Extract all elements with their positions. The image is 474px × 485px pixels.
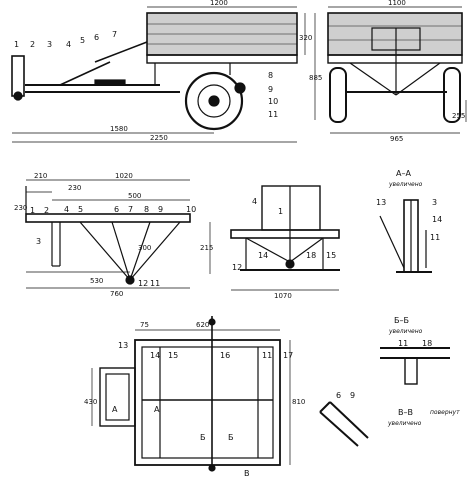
dim-fs-4: 500 — [128, 192, 141, 200]
fs-callout-9: 9 — [158, 205, 163, 214]
vv-callout-9: 9 — [350, 391, 355, 400]
callout-3: 3 — [47, 40, 52, 49]
pv-section-v: В — [244, 469, 250, 478]
section-aa-subtitle: увеличено — [388, 181, 423, 188]
ff-callout-14: 14 — [258, 251, 268, 260]
fs-callout-10: 10 — [186, 205, 196, 214]
callout-8: 8 — [268, 71, 273, 80]
side-view — [11, 6, 316, 143]
pv-callout-14: 14 — [150, 351, 160, 360]
side-view-labels: 1200 320 885 1580 2250 1 2 3 4 5 6 7 8 9… — [14, 0, 322, 142]
ff-callout-15: 15 — [326, 251, 336, 260]
rear-view-labels: 1100 965 255 — [388, 0, 465, 143]
fs-callout-12: 12 — [138, 279, 148, 288]
dim-fs-2: 230 — [68, 184, 81, 192]
dim-fs-6: 215 — [200, 244, 213, 252]
section-vv — [319, 401, 369, 447]
section-bb — [380, 347, 450, 385]
frame-front-view — [230, 185, 340, 291]
plan-view — [91, 316, 291, 472]
frame-side-labels: 210 230 1020 500 300 215 530 760 230 1 2… — [14, 172, 213, 298]
callout-9: 9 — [268, 85, 273, 94]
dim-wheel-to-tow: 1580 — [110, 125, 128, 133]
section-bb-subtitle: увеличено — [388, 328, 423, 335]
aa-callout-3: 3 — [432, 198, 437, 207]
section-bb-title: Б–Б — [394, 316, 409, 325]
fs-callout-7: 7 — [128, 205, 133, 214]
dim-ff-width: 1070 — [274, 292, 292, 300]
callout-6: 6 — [94, 33, 99, 42]
frame-side-view — [25, 179, 211, 289]
dim-overall-height: 885 — [309, 74, 322, 82]
pv-callout-16: 16 — [220, 351, 230, 360]
section-aa-title: А–А — [396, 169, 411, 178]
dim-overall-length: 2250 — [150, 134, 168, 142]
section-vv-title: В–В — [398, 408, 413, 417]
pv-callout-13: 13 — [118, 341, 128, 350]
dim-track: 965 — [390, 135, 403, 143]
dim-pv-4: 810 — [292, 398, 305, 406]
pv-section-a-left: А — [112, 405, 118, 414]
callout-7: 7 — [112, 30, 117, 39]
dim-fs-9: 230 — [14, 204, 27, 212]
vv-callout-6: 6 — [336, 391, 341, 400]
dim-fs-3: 1020 — [115, 172, 133, 180]
fs-callout-6: 6 — [114, 205, 119, 214]
dim-pv-3: 430 — [84, 398, 97, 406]
dim-fs-8: 760 — [110, 290, 123, 298]
dim-rear-width: 1100 — [388, 0, 406, 7]
fs-callout-1: 1 — [30, 206, 35, 215]
section-bb-labels: Б–Б увеличено 11 18 — [388, 316, 432, 348]
dim-pv-1: 75 — [140, 321, 149, 329]
section-aa — [379, 199, 432, 273]
section-vv-labels: В–В увеличено повернут 6 9 — [336, 391, 460, 427]
fs-callout-5: 5 — [78, 205, 83, 214]
ff-callout-18: 18 — [306, 251, 316, 260]
pv-section-a-right: А — [154, 405, 160, 414]
dim-fs-7: 530 — [90, 277, 103, 285]
pv-section-b-left: Б — [200, 433, 206, 442]
fs-callout-3: 3 — [36, 237, 41, 246]
pv-callout-15: 15 — [168, 351, 178, 360]
fs-callout-8: 8 — [144, 205, 149, 214]
aa-callout-13: 13 — [376, 198, 386, 207]
bb-callout-18: 18 — [422, 339, 432, 348]
fs-callout-2: 2 — [44, 206, 49, 215]
dim-clearance: 255 — [452, 112, 465, 120]
pv-callout-17: 17 — [283, 351, 293, 360]
dim-fs-1: 210 — [34, 172, 47, 180]
bb-callout-11: 11 — [398, 339, 408, 348]
ff-callout-1: 1 — [278, 207, 283, 216]
fs-callout-11: 11 — [150, 279, 160, 288]
dim-pv-2: 620 — [196, 321, 209, 329]
callout-1: 1 — [14, 40, 19, 49]
aa-callout-11: 11 — [430, 233, 440, 242]
plan-view-labels: 75 620 430 810 11 13 14 15 16 17 А А Б Б… — [84, 321, 305, 478]
dim-top-length: 1200 — [210, 0, 228, 7]
fs-callout-4: 4 — [64, 205, 69, 214]
callout-2: 2 — [30, 40, 35, 49]
callout-10: 10 — [268, 97, 278, 106]
frame-front-labels: 1070 1 4 12 14 15 18 — [232, 197, 336, 300]
callout-11: 11 — [268, 110, 278, 119]
aa-callout-14: 14 — [432, 215, 442, 224]
dim-fs-5: 300 — [138, 244, 151, 252]
callout-5: 5 — [80, 36, 85, 45]
section-vv-note: повернут — [430, 409, 460, 416]
ff-callout-12: 12 — [232, 263, 242, 272]
pv-callout-11: 11 — [262, 351, 272, 360]
ff-callout-4: 4 — [252, 197, 257, 206]
pv-section-b-right: Б — [228, 433, 234, 442]
callout-4: 4 — [66, 40, 71, 49]
dim-box-height: 320 — [299, 34, 312, 42]
section-vv-subtitle: увеличено — [387, 420, 422, 427]
rear-view — [327, 6, 467, 134]
section-aa-labels: А–А увеличено 3 11 13 14 — [376, 169, 442, 242]
